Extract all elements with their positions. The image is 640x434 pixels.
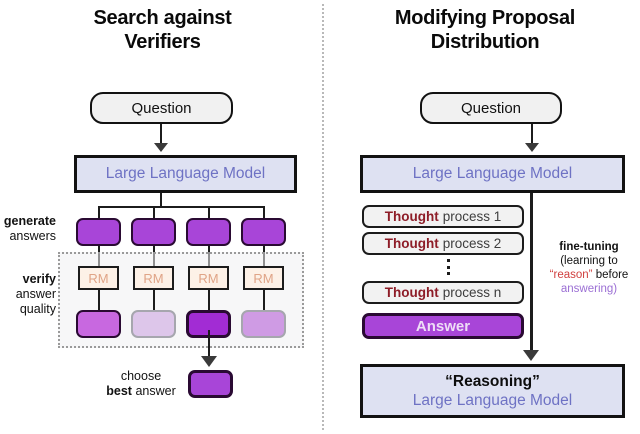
left-connector-rm-verified-4 [263, 290, 265, 311]
thought-process-box-1[interactable]: Thought process 1 [362, 205, 524, 228]
thought-rest: process n [442, 285, 502, 300]
left-arrow-selected-final [201, 356, 217, 367]
thought-keyword: Thought [384, 285, 439, 300]
left-connector-rm-verified-2 [153, 290, 155, 311]
left-connector-rm-verified-3 [208, 290, 210, 311]
right-answer-label: Answer [415, 317, 471, 335]
left-branch-trunk [160, 193, 162, 207]
final-chosen-answer-box[interactable] [188, 370, 233, 398]
rm-box[interactable]: RM [188, 266, 229, 290]
right-answer-box[interactable]: Answer [362, 313, 524, 339]
thought-keyword: Thought [384, 236, 439, 251]
rm-box[interactable]: RM [243, 266, 284, 290]
label-generate-rest: answers [9, 229, 56, 243]
fine-tuning-line3-rest: before [595, 269, 629, 281]
left-branch-drop-3 [208, 206, 210, 219]
generated-answer-box[interactable] [186, 218, 231, 246]
rm-label: RM [143, 270, 164, 286]
label-verify-bold: verify [22, 272, 56, 286]
left-branch-bar [98, 206, 264, 208]
vertical-ellipsis-icon [446, 259, 450, 275]
thought-rest: process 2 [442, 236, 502, 251]
left-arrow-question-llm [154, 143, 168, 152]
left-branch-drop-2 [153, 206, 155, 219]
reasoning-box-top-label: “Reasoning” [445, 373, 540, 390]
verified-answer-box[interactable] [76, 310, 121, 338]
label-verify-quality: verify answer quality [0, 272, 56, 317]
left-llm-box[interactable]: Large Language Model [74, 155, 297, 193]
label-generate-bold: generate [3, 214, 56, 228]
fine-tuning-title: fine-tuning [559, 241, 619, 253]
left-llm-label: Large Language Model [105, 165, 266, 182]
choose-line2-rest: answer [135, 384, 176, 398]
left-connector-question-llm [160, 124, 162, 144]
thought-rest: process 1 [442, 209, 502, 224]
rm-box[interactable]: RM [133, 266, 174, 290]
left-question-box[interactable]: Question [90, 92, 233, 124]
right-connector-llm-reasoning [530, 193, 533, 351]
reasoning-box-bottom-label: Large Language Model [412, 392, 573, 409]
reasoning-llm-box[interactable]: “Reasoning” Large Language Model [360, 364, 625, 418]
right-panel-title: Modifying Proposal Distribution [340, 6, 630, 54]
generated-answer-box[interactable] [241, 218, 286, 246]
generated-answer-box[interactable] [131, 218, 176, 246]
right-question-box[interactable]: Question [420, 92, 562, 124]
left-branch-drop-4 [263, 206, 265, 219]
left-title-line2: Verifiers [124, 31, 201, 53]
right-llm-label: Large Language Model [412, 165, 573, 182]
right-question-label: Question [460, 99, 522, 117]
panel-divider [322, 4, 324, 430]
left-branch-drop-1 [98, 206, 100, 219]
label-verify-rest1: answer [15, 287, 56, 301]
right-connector-question-llm [531, 124, 533, 144]
right-arrow-question-llm [525, 143, 539, 152]
left-connector-selected-final [208, 330, 210, 357]
label-choose-best-answer: choose best answer [98, 369, 184, 399]
rm-label: RM [88, 270, 109, 286]
rm-label: RM [198, 270, 219, 286]
fine-tuning-answering-word: answering) [560, 283, 618, 295]
thought-keyword: Thought [384, 209, 439, 224]
thought-process-box-n[interactable]: Thought process n [362, 281, 524, 304]
right-title-line2: Distribution [430, 31, 540, 53]
choose-best-bold: best [106, 384, 132, 398]
left-title-line1: Search against [93, 7, 232, 29]
right-title-line1: Modifying Proposal [394, 7, 576, 29]
left-panel-title: Search against Verifiers [20, 6, 305, 54]
right-llm-box[interactable]: Large Language Model [360, 155, 625, 193]
rm-label: RM [253, 270, 274, 286]
fine-tuning-note: fine-tuning (learning to “reason” before… [539, 240, 639, 296]
label-verify-rest2: quality [19, 302, 56, 316]
right-arrow-llm-reasoning [523, 350, 539, 361]
verified-answer-box[interactable] [241, 310, 286, 338]
verified-answer-box[interactable] [131, 310, 176, 338]
thought-process-box-2[interactable]: Thought process 2 [362, 232, 524, 255]
choose-line1: choose [120, 369, 162, 383]
fine-tuning-line2: (learning to [560, 255, 618, 267]
fine-tuning-reason-word: “reason” [549, 269, 593, 281]
generated-answer-box[interactable] [76, 218, 121, 246]
label-generate-answers: generate answers [0, 214, 56, 244]
rm-box[interactable]: RM [78, 266, 119, 290]
left-question-label: Question [131, 99, 192, 117]
left-connector-rm-verified-1 [98, 290, 100, 311]
